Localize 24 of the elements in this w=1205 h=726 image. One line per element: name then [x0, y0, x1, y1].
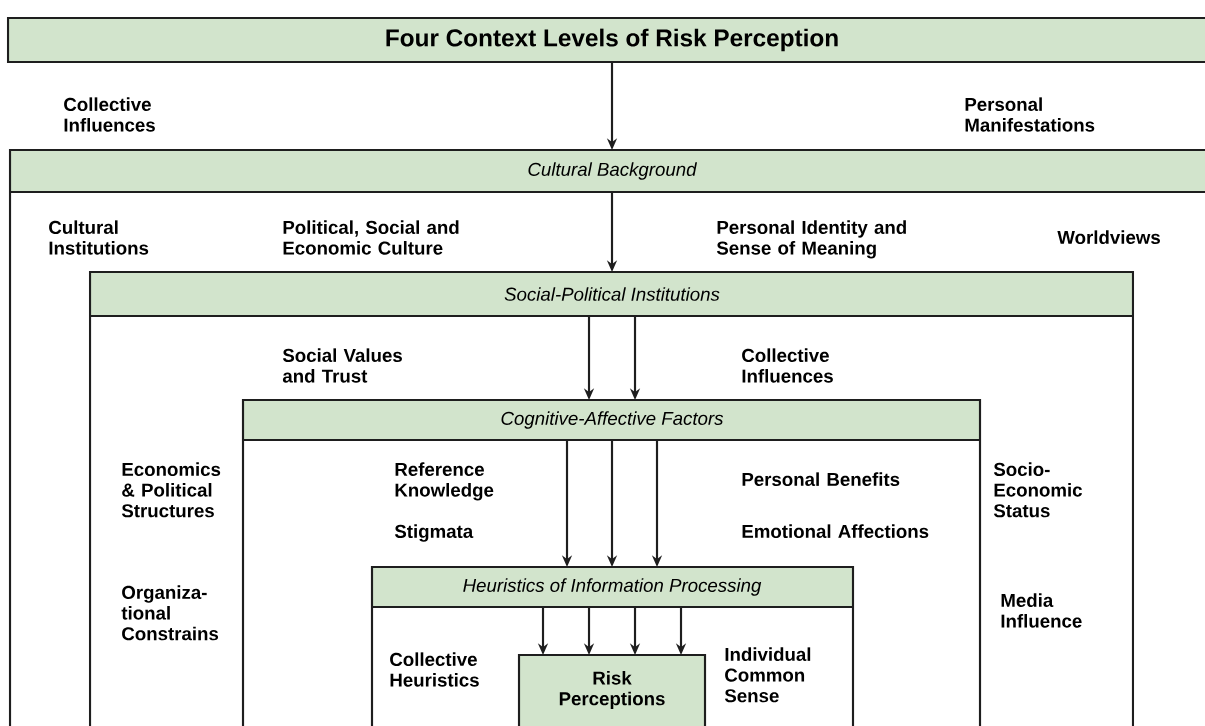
factor-label: Individual Common Sense: [724, 647, 811, 703]
factor-label: Collective Heuristics: [390, 652, 479, 687]
header-band: Cognitive-Affective Factors: [243, 400, 980, 442]
title-text: Four Context Levels of Risk Perception: [386, 28, 838, 52]
factor-label: Socio- Economic Status: [993, 462, 1082, 518]
factor-label: Personal Benefits: [742, 472, 900, 487]
factor-label: Political, Social and Economic Culture: [283, 220, 459, 255]
column-heading: Collective Influences: [64, 97, 155, 132]
factor-label: Personal Identity and Sense of Meaning: [716, 220, 906, 259]
factor-label: Social Values and Trust: [282, 348, 402, 383]
factor-label: Worldviews: [1057, 230, 1160, 245]
factor-label: Reference Knowledge: [395, 462, 494, 501]
header-band: Heuristics of Information Processing: [372, 567, 853, 609]
factor-label: Stigmata: [394, 524, 474, 542]
result-label: Risk Perceptions: [559, 670, 665, 709]
factor-label: Media Influence: [1001, 593, 1082, 628]
header-band: Cultural Background: [10, 150, 1205, 194]
factor-label: Emotional Affections: [742, 524, 929, 539]
factor-label: Organiza- tional Constrains: [121, 585, 219, 641]
factor-label: Economics & Political Structures: [121, 462, 221, 518]
factor-label: Collective Influences: [742, 348, 833, 383]
header-band: Social-Political Institutions: [90, 272, 1133, 318]
factor-label: Cultural Institutions: [49, 220, 149, 255]
column-heading: Personal Manifestations: [965, 97, 1095, 132]
